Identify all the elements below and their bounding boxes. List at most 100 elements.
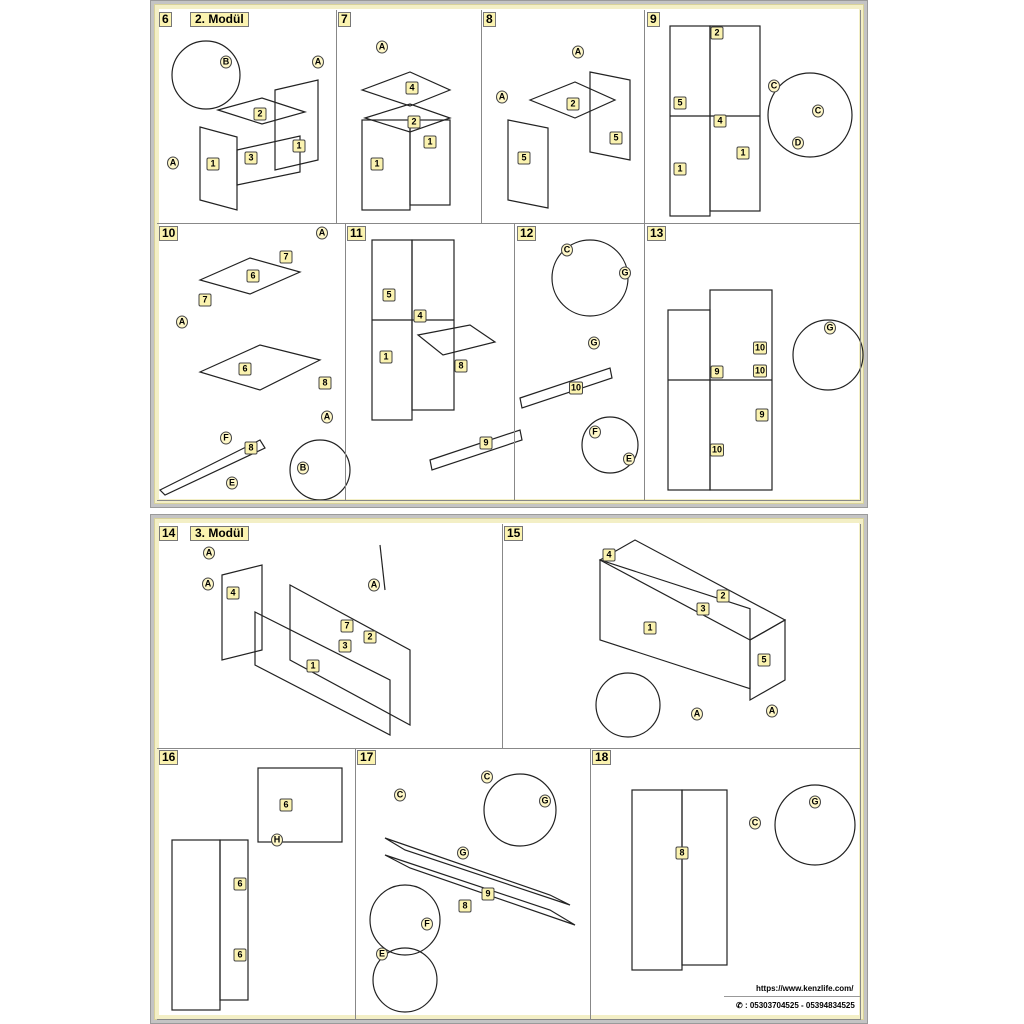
part-label: 9	[710, 365, 724, 379]
part-label: G	[588, 336, 600, 350]
part-label: 3	[696, 602, 710, 616]
footer-divider	[724, 996, 860, 997]
step-illustration	[429, 239, 639, 474]
step-illustration	[171, 767, 343, 1011]
part-label: A	[766, 704, 778, 718]
part-label: 1	[673, 162, 687, 176]
part-label: A	[203, 546, 215, 560]
part-label: 8	[244, 441, 258, 455]
part-label: 8	[458, 899, 472, 913]
part-label: 5	[673, 96, 687, 110]
part-label: 10	[752, 364, 768, 378]
part-label: F	[220, 431, 232, 445]
part-label: 5	[382, 288, 396, 302]
part-label: 4	[226, 586, 240, 600]
step-number: 15	[504, 526, 524, 541]
part-label: A	[167, 156, 179, 170]
part-label: A	[176, 315, 188, 329]
phone-text: : 05303704525 - 05394834525	[744, 1001, 855, 1010]
part-label: 1	[206, 157, 220, 171]
step-illustration	[360, 71, 452, 211]
part-label: 10	[709, 443, 725, 457]
step-number: 17	[357, 750, 377, 765]
step-number: 9	[647, 12, 660, 27]
part-label: D	[792, 136, 804, 150]
part-label: 2	[710, 26, 724, 40]
part-label: 2	[407, 115, 421, 129]
part-label: 9	[479, 436, 493, 450]
part-label: C	[812, 104, 824, 118]
part-label: F	[421, 917, 433, 931]
website-link[interactable]: https://www.kenzlife.com/	[756, 984, 854, 993]
part-label: G	[809, 795, 821, 809]
part-label: 7	[279, 250, 293, 264]
part-label: A	[376, 40, 388, 54]
part-label: 7	[340, 619, 354, 633]
part-label: C	[481, 770, 493, 784]
part-label: A	[202, 577, 214, 591]
step-illustration	[667, 289, 864, 491]
phone-icon: ✆	[736, 1001, 743, 1010]
part-label: 3	[338, 639, 352, 653]
step-number: 18	[592, 750, 612, 765]
step-panel: 8	[481, 10, 645, 224]
part-label: G	[457, 846, 469, 860]
part-label: 6	[233, 948, 247, 962]
part-label: 10	[568, 381, 584, 395]
part-label: 5	[609, 131, 623, 145]
step-panel: 17	[355, 748, 591, 1020]
step-number: 8	[483, 12, 496, 27]
part-label: A	[321, 410, 333, 424]
part-label: 4	[713, 114, 727, 128]
step-number: 6	[159, 12, 172, 27]
part-label: 1	[379, 350, 393, 364]
instruction-sheet-top	[150, 0, 868, 508]
part-label: 9	[481, 887, 495, 901]
part-label: 6	[238, 362, 252, 376]
step-illustration	[631, 784, 856, 971]
module-title: 2. Modül	[190, 12, 249, 27]
step-illustration	[371, 239, 497, 421]
part-label: 2	[716, 589, 730, 603]
step-panel: 18	[590, 748, 861, 1020]
part-label: A	[312, 55, 324, 69]
step-number: 12	[517, 226, 537, 241]
step-panel: 12	[515, 224, 645, 501]
part-label: B	[297, 461, 309, 475]
part-label: 4	[602, 548, 616, 562]
part-label: 8	[318, 376, 332, 390]
step-panel: 11	[345, 224, 515, 501]
step-number: 13	[647, 226, 667, 241]
part-label: A	[691, 707, 703, 721]
part-label: G	[619, 266, 631, 280]
part-label: 1	[370, 157, 384, 171]
step-illustration	[221, 544, 411, 736]
part-label: 1	[423, 135, 437, 149]
step-panel: 6 2. Modül	[157, 10, 337, 224]
part-label: A	[496, 90, 508, 104]
step-number: 16	[159, 750, 179, 765]
part-label: 6	[246, 269, 260, 283]
part-label: 4	[413, 309, 427, 323]
part-label: 1	[306, 659, 320, 673]
part-label: 8	[675, 846, 689, 860]
part-label: C	[768, 79, 780, 93]
part-label: 6	[279, 798, 293, 812]
part-label: 5	[517, 151, 531, 165]
step-number: 14	[159, 526, 179, 541]
part-label: H	[271, 833, 283, 847]
step-illustration	[369, 773, 576, 1013]
part-label: C	[394, 788, 406, 802]
part-label: C	[561, 243, 573, 257]
part-label: 2	[253, 107, 267, 121]
step-illustration	[171, 40, 319, 211]
part-label: 7	[198, 293, 212, 307]
step-panel: 9	[645, 10, 861, 224]
step-panel: 13	[645, 224, 861, 501]
part-label: G	[824, 321, 836, 335]
step-illustration	[507, 71, 631, 209]
step-number: 7	[338, 12, 351, 27]
step-number: 10	[159, 226, 179, 241]
part-label: E	[226, 476, 238, 490]
part-label: F	[589, 425, 601, 439]
